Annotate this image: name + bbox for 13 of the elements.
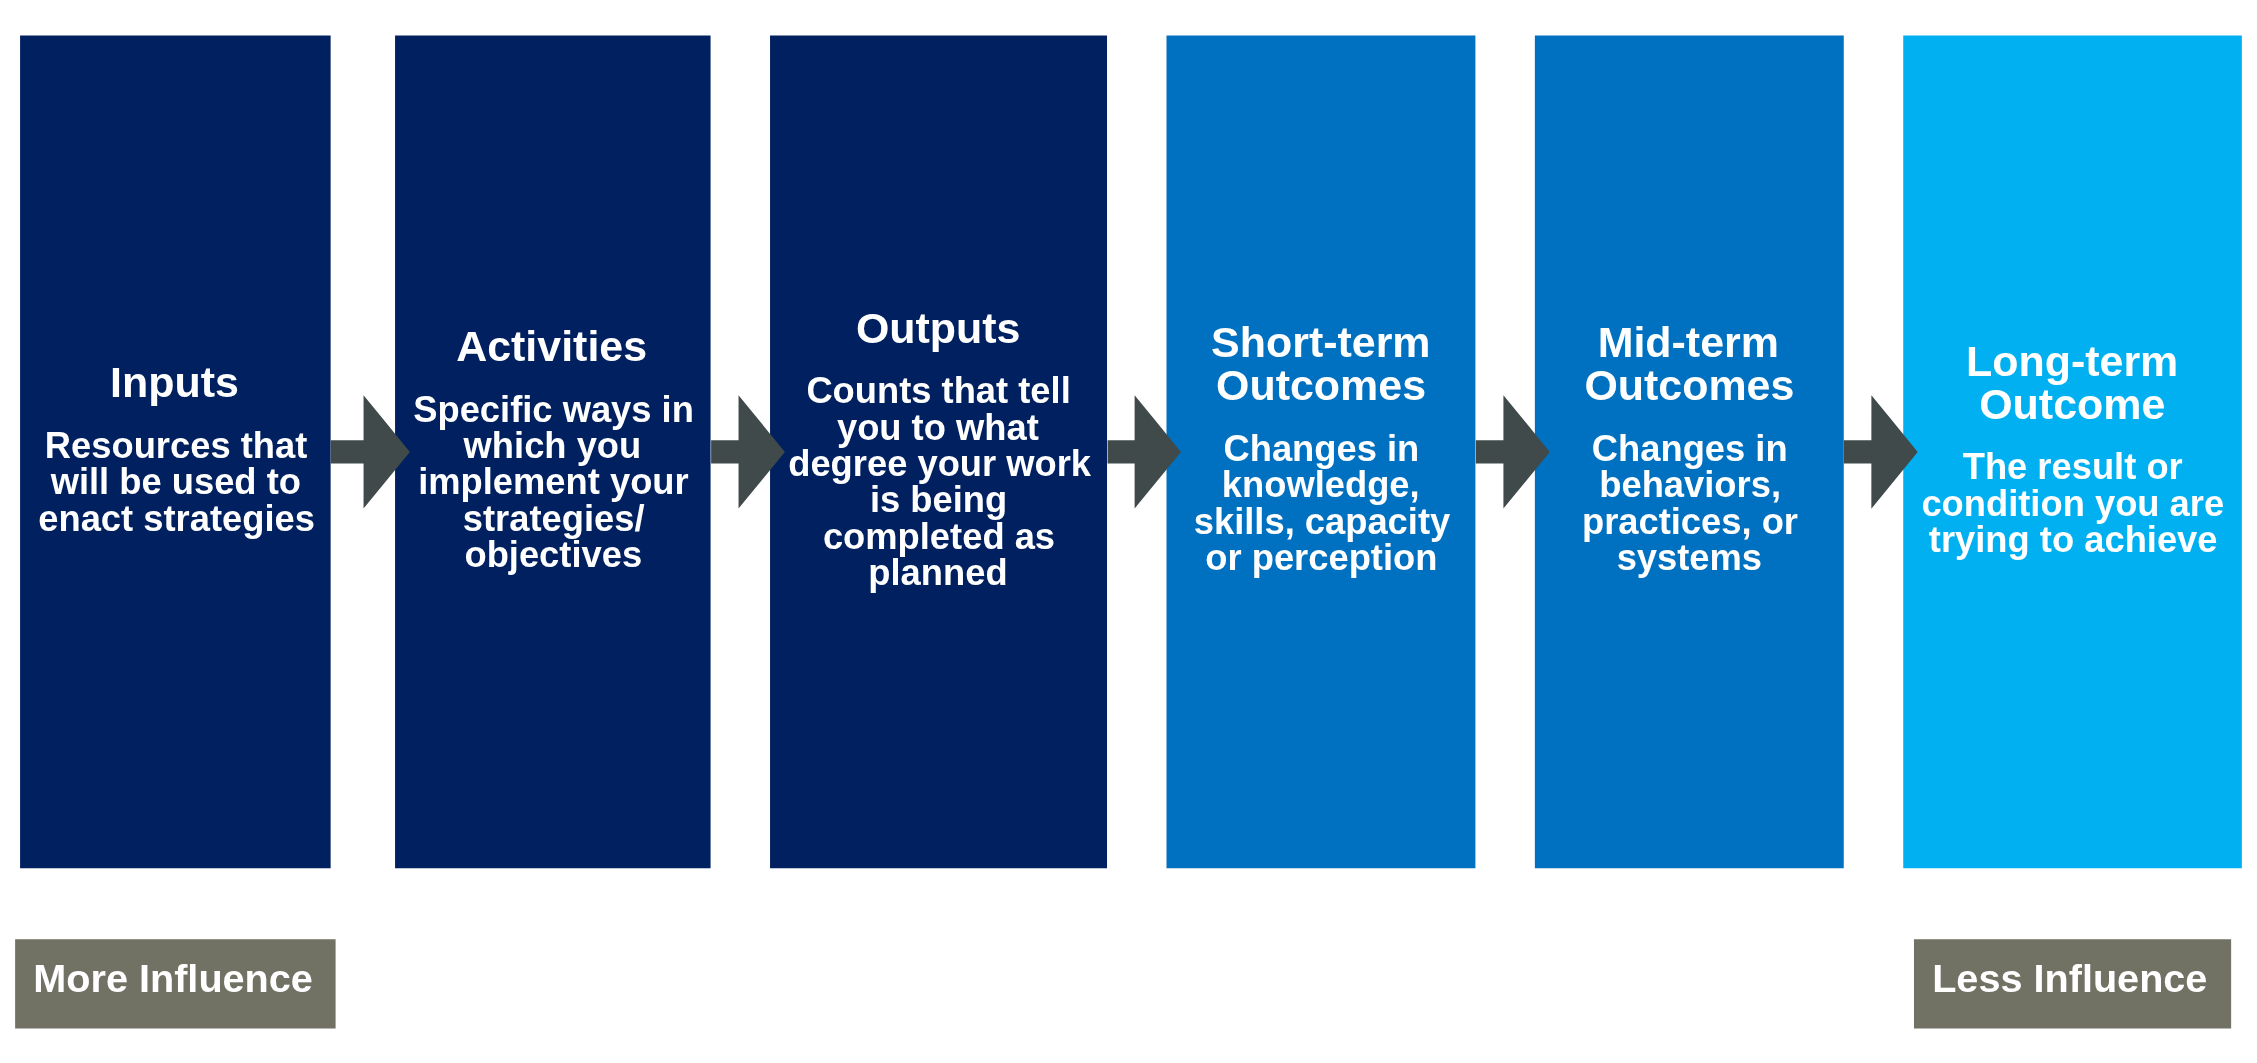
node-box: Inputs Resources that will be used to enact strategies — [20, 35, 331, 868]
arrow — [1843, 394, 1918, 509]
node-box: Short-term Outcomes Changes in knowledge, skills, capacity or perception — [1166, 35, 1476, 868]
node-box: Long-term Outcome The result or condition you are trying to achieve — [1903, 35, 2242, 868]
label: Less Influence — [1932, 955, 2208, 1000]
node-box: Outputs Counts that tell you to what degree your work is being completed as planned — [770, 35, 1108, 868]
arrow — [1107, 394, 1181, 509]
label: More Influence — [33, 955, 313, 1000]
node-box: Activities Specific ways in which you implement your strategies/ objectives — [395, 35, 711, 868]
arrow — [1475, 394, 1550, 509]
arrow — [330, 394, 410, 509]
node-box: Mid-term Outcomes Changes in behaviors, practices, or systems — [1534, 35, 1844, 868]
arrow — [711, 394, 785, 509]
